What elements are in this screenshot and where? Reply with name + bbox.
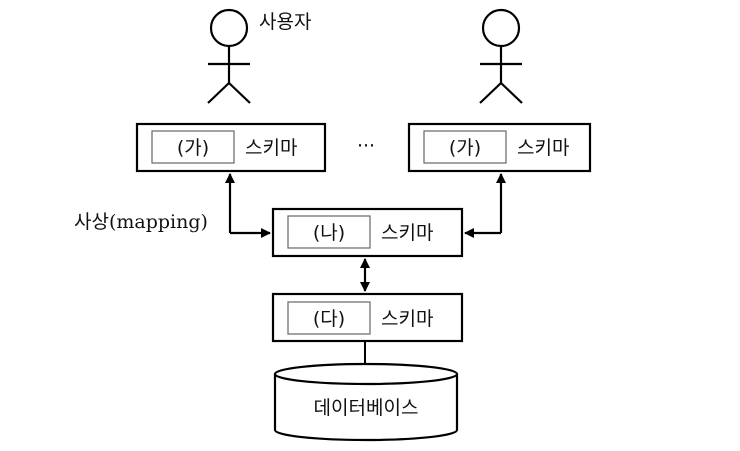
actor-leg-right (500, 82, 523, 104)
blank-label: (가) (449, 137, 481, 159)
blank-box (151, 130, 235, 164)
actor-label: 사용자 (259, 11, 311, 33)
actor-user-right (479, 8, 523, 104)
conceptual-schema: (나) 스키마 (271, 207, 464, 258)
blank-label: (나) (313, 222, 345, 244)
external-schema-left: (가) 스키마 (135, 122, 327, 173)
database-cylinder: 데이터베이스 (273, 362, 459, 442)
db-body (273, 374, 459, 442)
schema-label: 스키마 (381, 222, 433, 244)
blank-box (423, 130, 507, 164)
schema-label: 스키마 (245, 137, 297, 159)
actor-leg-right (228, 82, 251, 104)
blank-label: (다) (313, 308, 345, 330)
db-top (273, 362, 459, 386)
actor-leg-left (207, 82, 230, 104)
ellipsis: ··· (357, 135, 375, 157)
actor-head (481, 8, 521, 48)
database-label: 데이터베이스 (314, 397, 419, 419)
blank-label: (가) (177, 137, 209, 159)
internal-schema: (다) 스키마 (271, 292, 464, 343)
schema-label: 스키마 (381, 308, 433, 330)
schema-label: 스키마 (517, 137, 569, 159)
mapping-label: 사상(mapping) (74, 211, 208, 233)
blank-box (287, 301, 371, 335)
blank-box (287, 215, 371, 249)
actor-head (209, 8, 249, 48)
external-schema-right: (가) 스키마 (407, 122, 592, 173)
actor-user-left (207, 8, 251, 104)
actor-leg-left (479, 82, 502, 104)
